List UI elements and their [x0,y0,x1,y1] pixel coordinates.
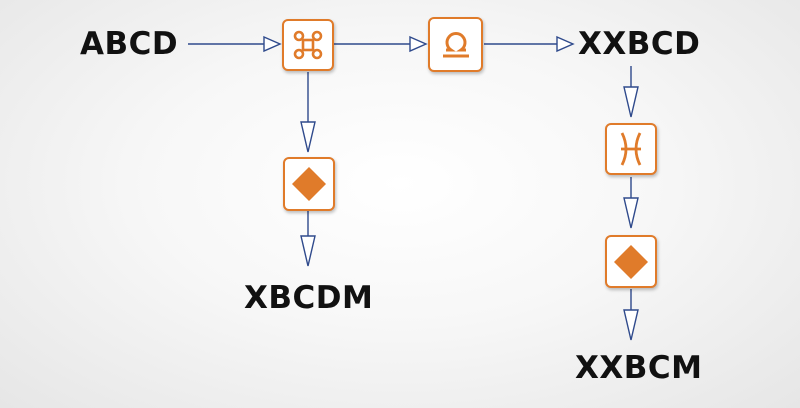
omega-node [428,17,483,72]
word-xxbcm: XXBCM [575,350,703,386]
pisces-symbol-icon [620,132,642,166]
diamond-node-left [283,157,335,211]
arrowhead [263,35,282,53]
arrowhead [556,35,575,53]
diamond-node-right [605,235,657,288]
arrowhead [300,121,316,153]
diamond-icon [614,244,648,279]
word-xbcdm: XBCDM [244,280,374,316]
arrowhead [623,86,639,118]
arrowhead [623,197,639,229]
diamond-icon [292,167,326,201]
arrowhead [623,309,639,341]
word-abcd: ABCD [80,26,179,62]
word-xxbcd: XXBCD [578,26,701,62]
omega-symbol-icon [442,31,469,57]
arrowhead [300,235,316,267]
arrowhead [409,35,428,53]
command-node [282,19,334,71]
pisces-node [605,123,657,175]
command-symbol-icon [293,30,323,60]
